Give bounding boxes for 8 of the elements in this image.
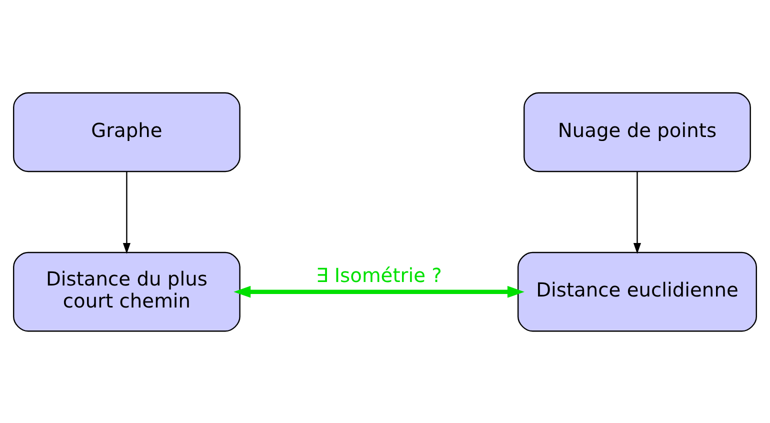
edge-label: ∃ Isométrie ? xyxy=(316,263,442,286)
node-box: Graphe xyxy=(13,92,240,172)
node-box: Nuage de points xyxy=(524,92,751,172)
node-box: Distance du plus court chemin xyxy=(13,251,240,332)
arrow xyxy=(122,171,131,254)
arrow xyxy=(234,285,524,298)
node-box: Distance euclidienne xyxy=(517,251,757,332)
arrow xyxy=(633,171,642,254)
